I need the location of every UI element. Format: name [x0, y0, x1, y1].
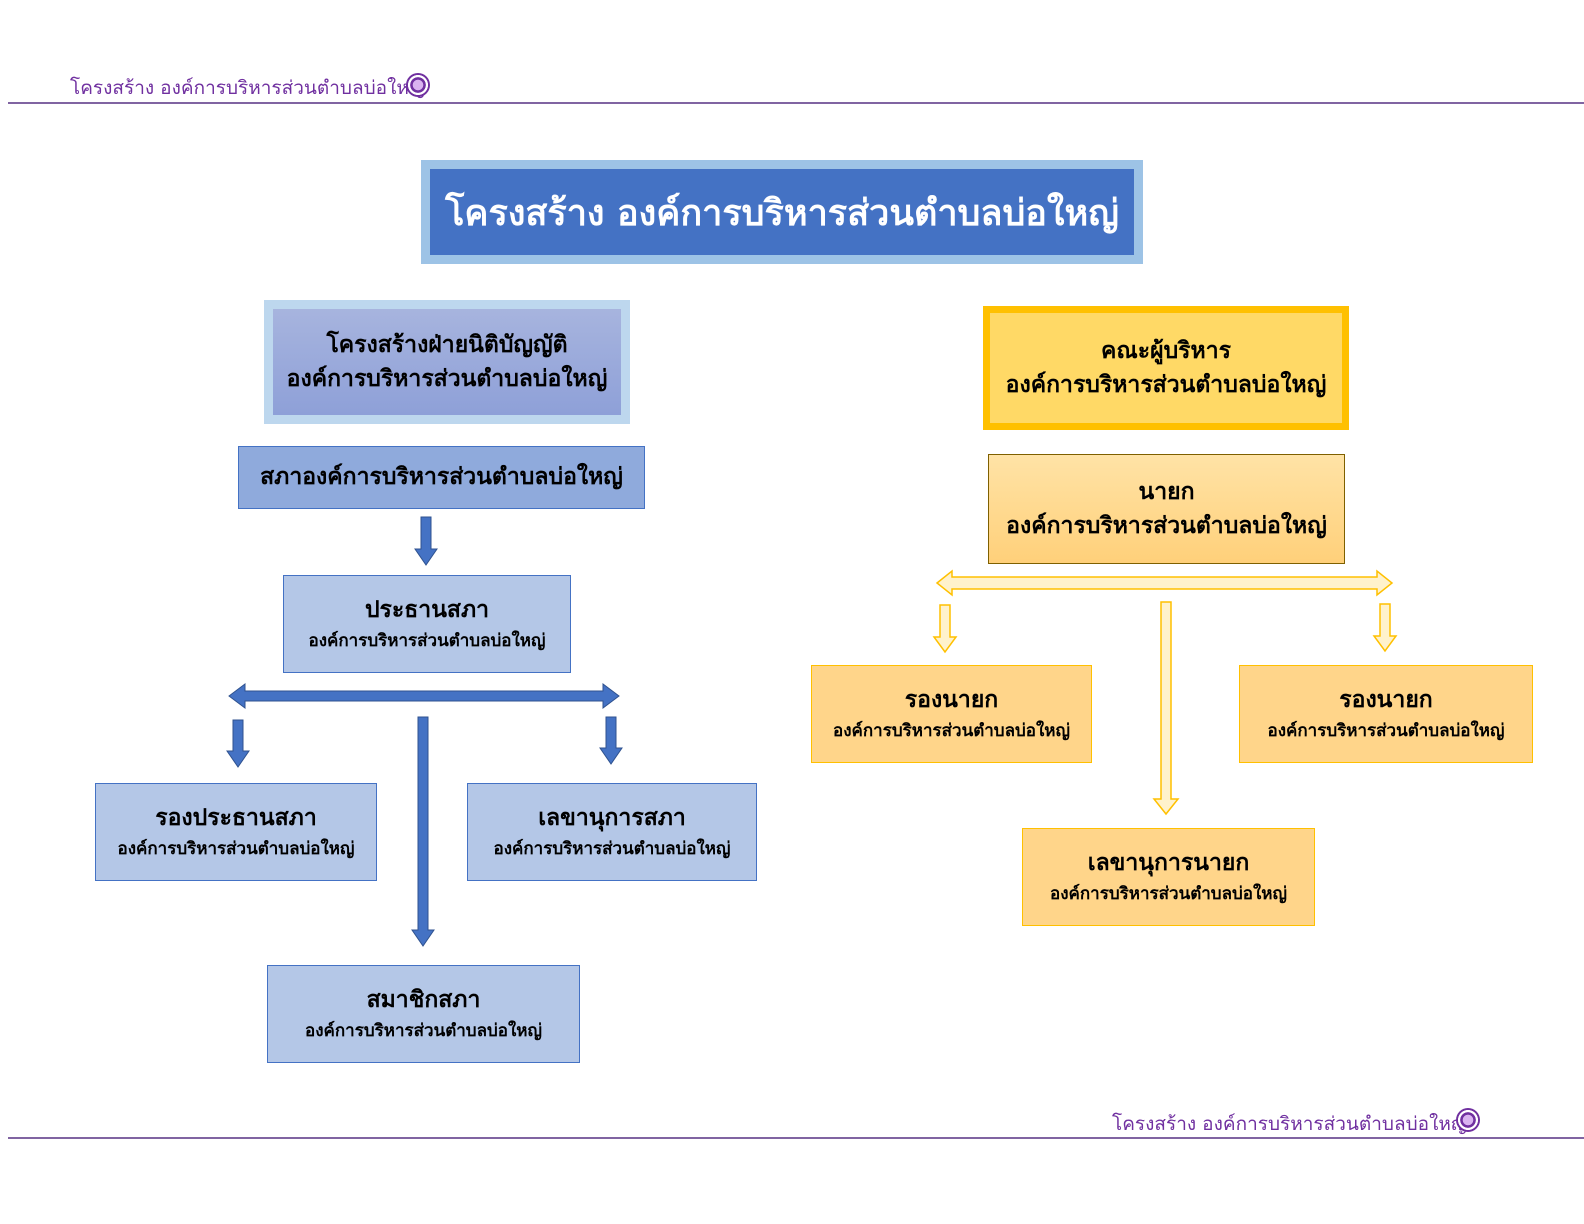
mayor-secretary-box: เลขานุการนายก องค์การบริหารส่วนตำบลบ่อให…: [1022, 828, 1315, 926]
footer-divider: [8, 1137, 1584, 1139]
mayor-title: นายก: [1138, 478, 1195, 505]
legislative-heading-line2: องค์การบริหารส่วนตำบลบ่อใหญ่: [286, 366, 608, 392]
org-logo-footer-icon: [1456, 1108, 1480, 1132]
deputy-mayor-right-title: รองนายก: [1339, 687, 1433, 714]
legislative-heading-line1: โครงสร้างฝ่ายนิติบัญญัติ: [326, 331, 568, 358]
council-member-title: สมาชิกสภา: [366, 987, 481, 1014]
council-member-box: สมาชิกสภา องค์การบริหารส่วนตำบลบ่อใหญ่: [267, 965, 580, 1063]
executive-heading-line2: องค์การบริหารส่วนตำบลบ่อใหญ่: [1005, 372, 1327, 398]
council-chairman-title: ประธานสภา: [364, 597, 490, 624]
arrow-executive-horizontal: [935, 569, 1394, 597]
arrow-council-to-chairman: [414, 516, 438, 566]
arrow-to-deputy-right: [1372, 603, 1398, 653]
arrow-legislative-horizontal: [228, 683, 620, 709]
deputy-mayor-right-org: องค์การบริหารส่วนตำบลบ่อใหญ่: [1267, 720, 1505, 741]
vice-chairman-title: รองประธานสภา: [155, 805, 317, 832]
arrow-to-council-secretary: [599, 716, 623, 765]
arrow-to-deputy-left: [932, 604, 958, 654]
council-secretary-org: องค์การบริหารส่วนตำบลบ่อใหญ่: [493, 838, 731, 859]
page-title-text: โครงสร้าง องค์การบริหารส่วนตำบลบ่อใหญ่: [445, 192, 1119, 234]
mayor-secretary-org: องค์การบริหารส่วนตำบลบ่อใหญ่: [1050, 883, 1287, 904]
page-footer-text: โครงสร้าง องค์การบริหารส่วนตำบลบ่อใหญ่: [1112, 1113, 1468, 1135]
page-title: โครงสร้าง องค์การบริหารส่วนตำบลบ่อใหญ่: [421, 160, 1143, 264]
council-chairman-org: องค์การบริหารส่วนตำบลบ่อใหญ่: [308, 630, 546, 651]
council-box: สภาองค์การบริหารส่วนตำบลบ่อใหญ่: [238, 446, 645, 509]
arrow-to-council-member: [411, 716, 435, 947]
council-label: สภาองค์การบริหารส่วนตำบลบ่อใหญ่: [260, 464, 623, 491]
deputy-mayor-left-org: องค์การบริหารส่วนตำบลบ่อใหญ่: [833, 720, 1070, 741]
arrow-to-mayor-secretary: [1152, 601, 1180, 816]
council-chairman-box: ประธานสภา องค์การบริหารส่วนตำบลบ่อใหญ่: [283, 575, 571, 673]
deputy-mayor-right-box: รองนายก องค์การบริหารส่วนตำบลบ่อใหญ่: [1239, 665, 1533, 763]
mayor-org: องค์การบริหารส่วนตำบลบ่อใหญ่: [1006, 513, 1327, 539]
vice-chairman-box: รองประธานสภา องค์การบริหารส่วนตำบลบ่อใหญ…: [95, 783, 377, 881]
mayor-secretary-title: เลขานุการนายก: [1087, 850, 1250, 877]
deputy-mayor-left-title: รองนายก: [904, 687, 999, 714]
mayor-box: นายก องค์การบริหารส่วนตำบลบ่อใหญ่: [988, 454, 1345, 564]
org-logo-icon: [406, 73, 430, 97]
header-divider: [8, 102, 1584, 104]
council-secretary-title: เลขานุการสภา: [538, 805, 686, 832]
executive-heading: คณะผู้บริหาร องค์การบริหารส่วนตำบลบ่อใหญ…: [983, 306, 1349, 430]
council-secretary-box: เลขานุการสภา องค์การบริหารส่วนตำบลบ่อใหญ…: [467, 783, 757, 881]
deputy-mayor-left-box: รองนายก องค์การบริหารส่วนตำบลบ่อใหญ่: [811, 665, 1092, 763]
vice-chairman-org: องค์การบริหารส่วนตำบลบ่อใหญ่: [117, 838, 355, 859]
council-member-org: องค์การบริหารส่วนตำบลบ่อใหญ่: [305, 1020, 542, 1041]
legislative-heading: โครงสร้างฝ่ายนิติบัญญัติ องค์การบริหารส่…: [264, 300, 630, 424]
executive-heading-line1: คณะผู้บริหาร: [1101, 337, 1231, 364]
arrow-to-vice-chairman: [226, 719, 250, 768]
page-header-text: โครงสร้าง องค์การบริหารส่วนตำบลบ่อใหญ่: [70, 77, 426, 99]
